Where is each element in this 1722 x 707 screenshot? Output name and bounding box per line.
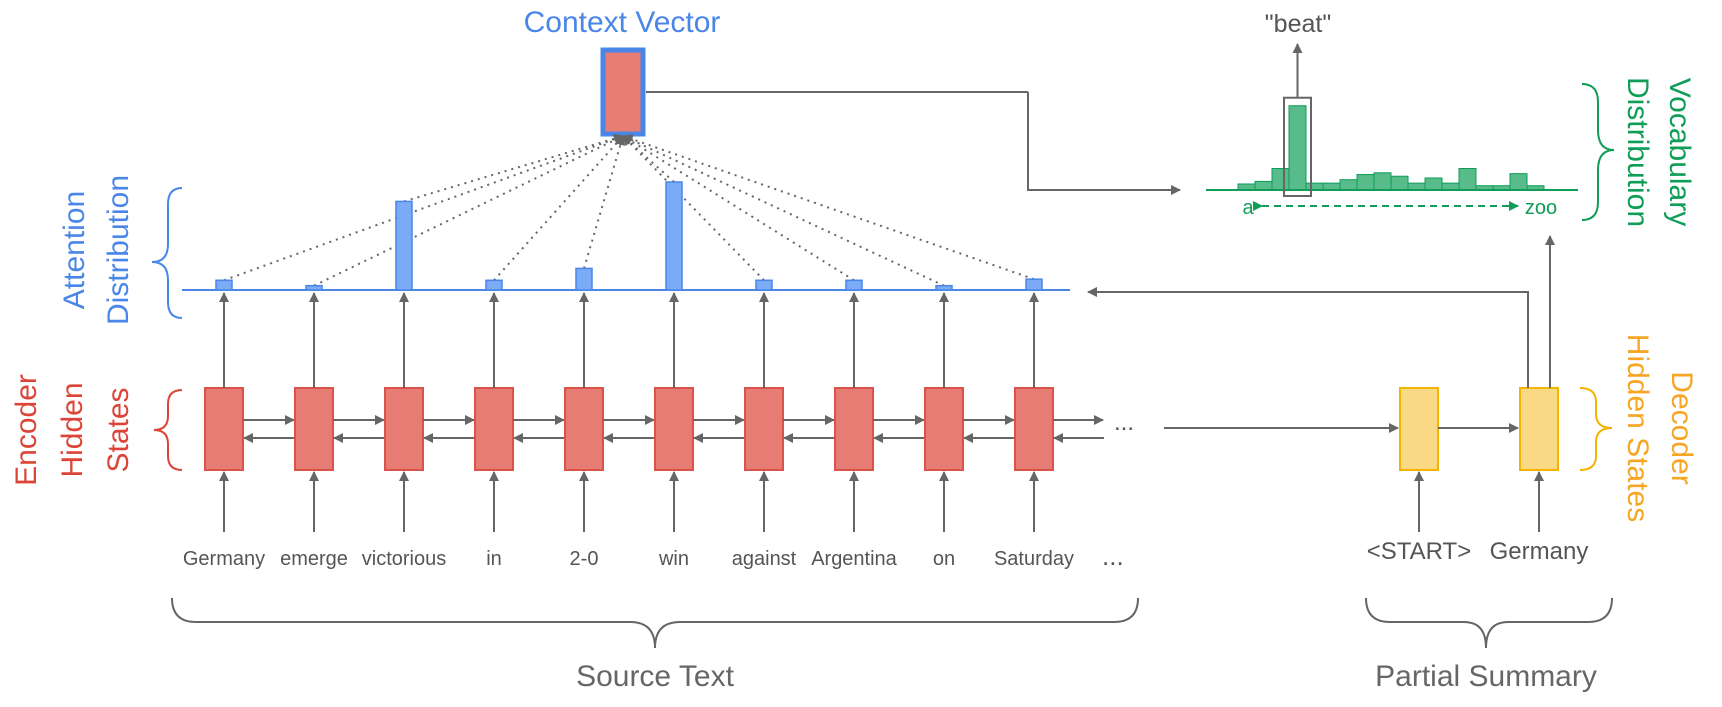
encoder-state-5 (564, 387, 604, 471)
decoder-to-attention-arrow (1087, 287, 1529, 388)
source-token: against (732, 548, 797, 570)
attention-dotted-lines (223, 133, 1035, 287)
vocab-bar (1356, 174, 1375, 191)
attention-dotted-line (403, 133, 624, 203)
encoder-state-6 (654, 387, 694, 471)
partial-summary-label: Partial Summary (1375, 660, 1597, 693)
source-text-label: Source Text (576, 660, 735, 693)
attention-bar (1025, 278, 1043, 291)
attention-bar (575, 267, 593, 291)
attention-bar (665, 181, 683, 291)
source-token: emerge (280, 548, 348, 570)
attention-bar (845, 279, 863, 291)
encoder-label-line3: States (102, 387, 135, 472)
encoder-state-9 (924, 387, 964, 471)
source-ellipsis: ... (1102, 541, 1124, 571)
vocab-bar (1322, 182, 1341, 191)
source-token: win (658, 548, 689, 570)
attention-dotted-line (622, 135, 765, 281)
decoder-state-1 (1399, 387, 1439, 471)
attention-bars (215, 181, 1043, 291)
attention-dotted-line (583, 135, 626, 269)
attention-bar (485, 279, 503, 291)
source-token: victorious (362, 548, 446, 570)
source-text-brace (171, 597, 1139, 649)
encoder-state-3 (384, 387, 424, 471)
source-token: Argentina (811, 548, 897, 570)
vocab-start-label: a (1242, 197, 1254, 219)
attention-bar (755, 279, 773, 291)
encoder-state-10 (1014, 387, 1054, 471)
encoder-state-4 (474, 387, 514, 471)
encoder-brace (153, 389, 183, 471)
attention-dotted-line (223, 134, 624, 282)
attention-label-line1: Attention (58, 191, 91, 309)
context-to-vocab-arrow-tail (1027, 92, 1181, 195)
vocab-bars (1237, 105, 1545, 191)
decoder-label-line2: Hidden States (1621, 334, 1654, 522)
source-token: on (933, 548, 955, 570)
vocab-bar (1271, 168, 1290, 191)
beat-label: "beat" (1265, 10, 1331, 38)
context-vector-box (600, 47, 646, 137)
attention-bar (215, 279, 233, 291)
vocab-bar (1305, 182, 1324, 191)
source-tokens: Germany emerge victorious in 2-0 win against Ar… (183, 548, 1074, 570)
vocab-end-label: zoo (1525, 197, 1557, 219)
decoder-token-start: <START> (1367, 538, 1471, 565)
vocab-bar (1424, 177, 1443, 191)
vocab-bar (1373, 172, 1392, 191)
attention-dotted-line (622, 134, 1035, 281)
vocab-bar (1458, 168, 1477, 191)
attention-label-line2: Distribution (102, 175, 135, 325)
encoder-ellipsis: ... (1114, 409, 1134, 436)
partial-summary-brace (1365, 597, 1613, 649)
decoder-brace (1579, 387, 1613, 471)
encoder-states (204, 292, 1104, 532)
attention-dotted-line (622, 135, 675, 183)
encoder-state-8 (834, 387, 874, 471)
vocab-bar (1390, 175, 1409, 191)
context-vector-label: Context Vector (524, 6, 721, 39)
decoder-state-2 (1519, 387, 1559, 471)
vocab-bar (1288, 105, 1307, 191)
encoder-label-line1: Encoder (10, 374, 43, 486)
attention-dotted-line (313, 135, 624, 287)
vocab-bar (1441, 182, 1460, 191)
source-token: Germany (183, 548, 265, 570)
encoder-state-2 (294, 387, 334, 471)
attention-dotted-line (493, 135, 624, 281)
decoder-token-germany: Germany (1490, 538, 1589, 565)
decoder-label-line1: Decoder (1665, 371, 1698, 484)
encoder-label-line2: Hidden (56, 382, 89, 477)
vocab-bar (1254, 180, 1273, 191)
attention-bar (935, 284, 953, 291)
source-token: 2-0 (570, 548, 599, 570)
vocab-brace (1581, 83, 1615, 221)
attention-dotted-line (622, 135, 855, 282)
encoder-state-1 (204, 387, 244, 471)
vocab-bar (1407, 182, 1426, 191)
attention-bar (395, 200, 413, 291)
attention-bar (305, 284, 323, 291)
vocab-label-line1: Vocabulary (1663, 78, 1696, 226)
vocab-bar (1339, 179, 1358, 191)
source-token: Saturday (994, 548, 1074, 570)
encoder-state-7 (744, 387, 784, 471)
attention-dotted-line (622, 135, 945, 287)
source-token: in (486, 548, 502, 570)
attention-brace (151, 187, 183, 319)
vocab-label-line2: Distribution (1621, 77, 1654, 227)
vocab-bar (1509, 173, 1528, 191)
